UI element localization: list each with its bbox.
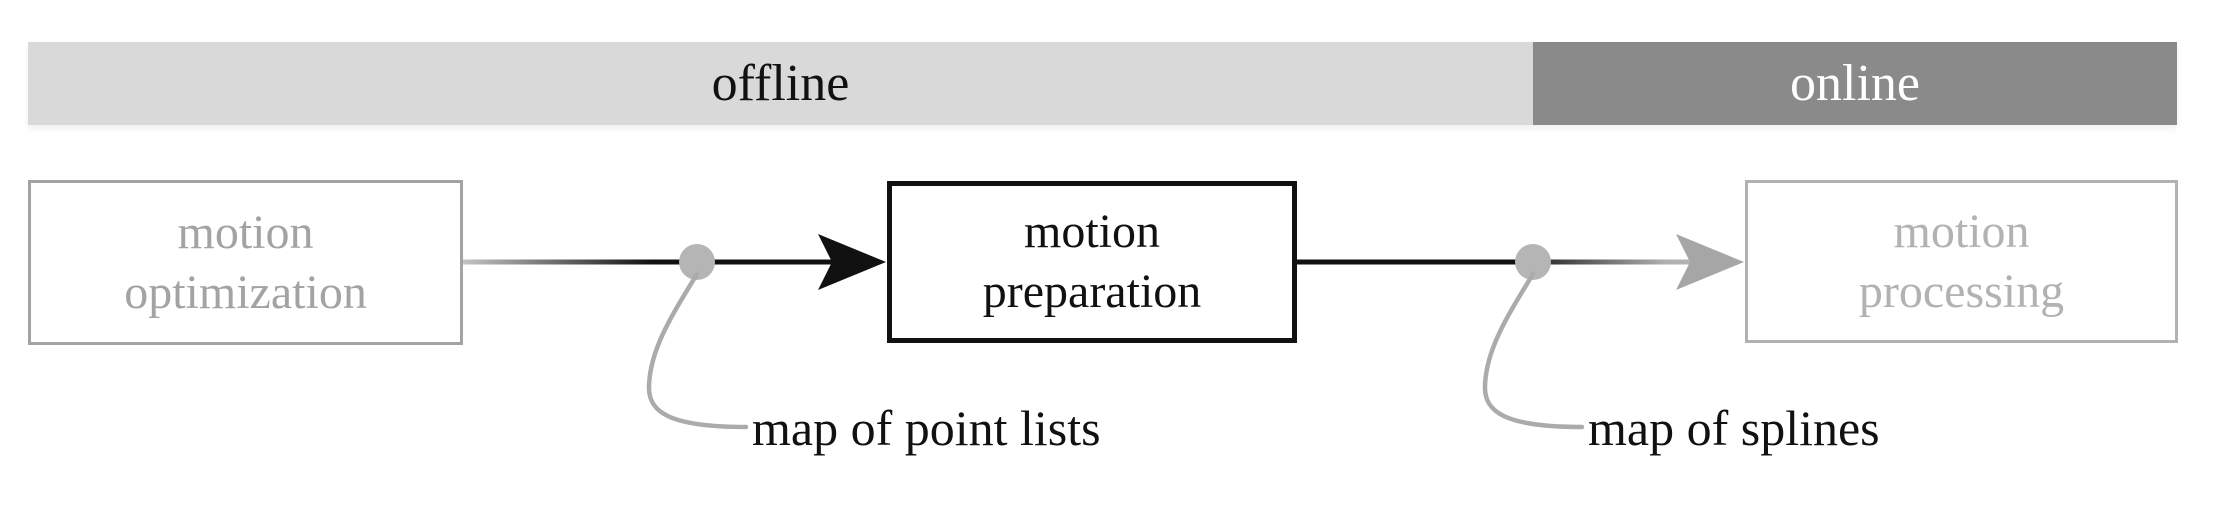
node-motion-preparation-line1: motion	[1023, 205, 1160, 258]
node-motion-preparation: motion preparation	[887, 181, 1297, 343]
node-motion-processing-line2: processing	[1858, 264, 2065, 318]
node-motion-processing-line1: motion	[1893, 204, 2030, 258]
node-motion-processing: motion processing	[1745, 180, 2178, 343]
phase-online-label: online	[1790, 54, 1920, 112]
node-motion-preparation-line2: preparation	[982, 265, 1202, 318]
node-motion-optimization-line2: optimization	[124, 265, 367, 319]
callout-curve-point-lists	[646, 271, 749, 430]
annotation-map-of-point-lists: map of point lists	[752, 400, 1101, 456]
data-dot-splines-icon	[1515, 244, 1551, 280]
phase-offline-label: offline	[711, 54, 850, 112]
node-motion-optimization-line1: motion	[177, 205, 314, 259]
data-dot-point-lists-icon	[679, 244, 715, 280]
phase-online-segment: online	[1533, 42, 2177, 125]
phase-bar: offline online	[28, 42, 2177, 125]
arrowhead-into-processing-icon	[1676, 234, 1744, 290]
callout-curve-splines	[1482, 271, 1585, 430]
node-motion-optimization: motion optimization	[28, 180, 463, 345]
annotation-map-of-splines: map of splines	[1588, 400, 1880, 456]
phase-offline-segment: offline	[28, 42, 1533, 125]
arrowhead-into-preparation-icon	[818, 234, 886, 290]
